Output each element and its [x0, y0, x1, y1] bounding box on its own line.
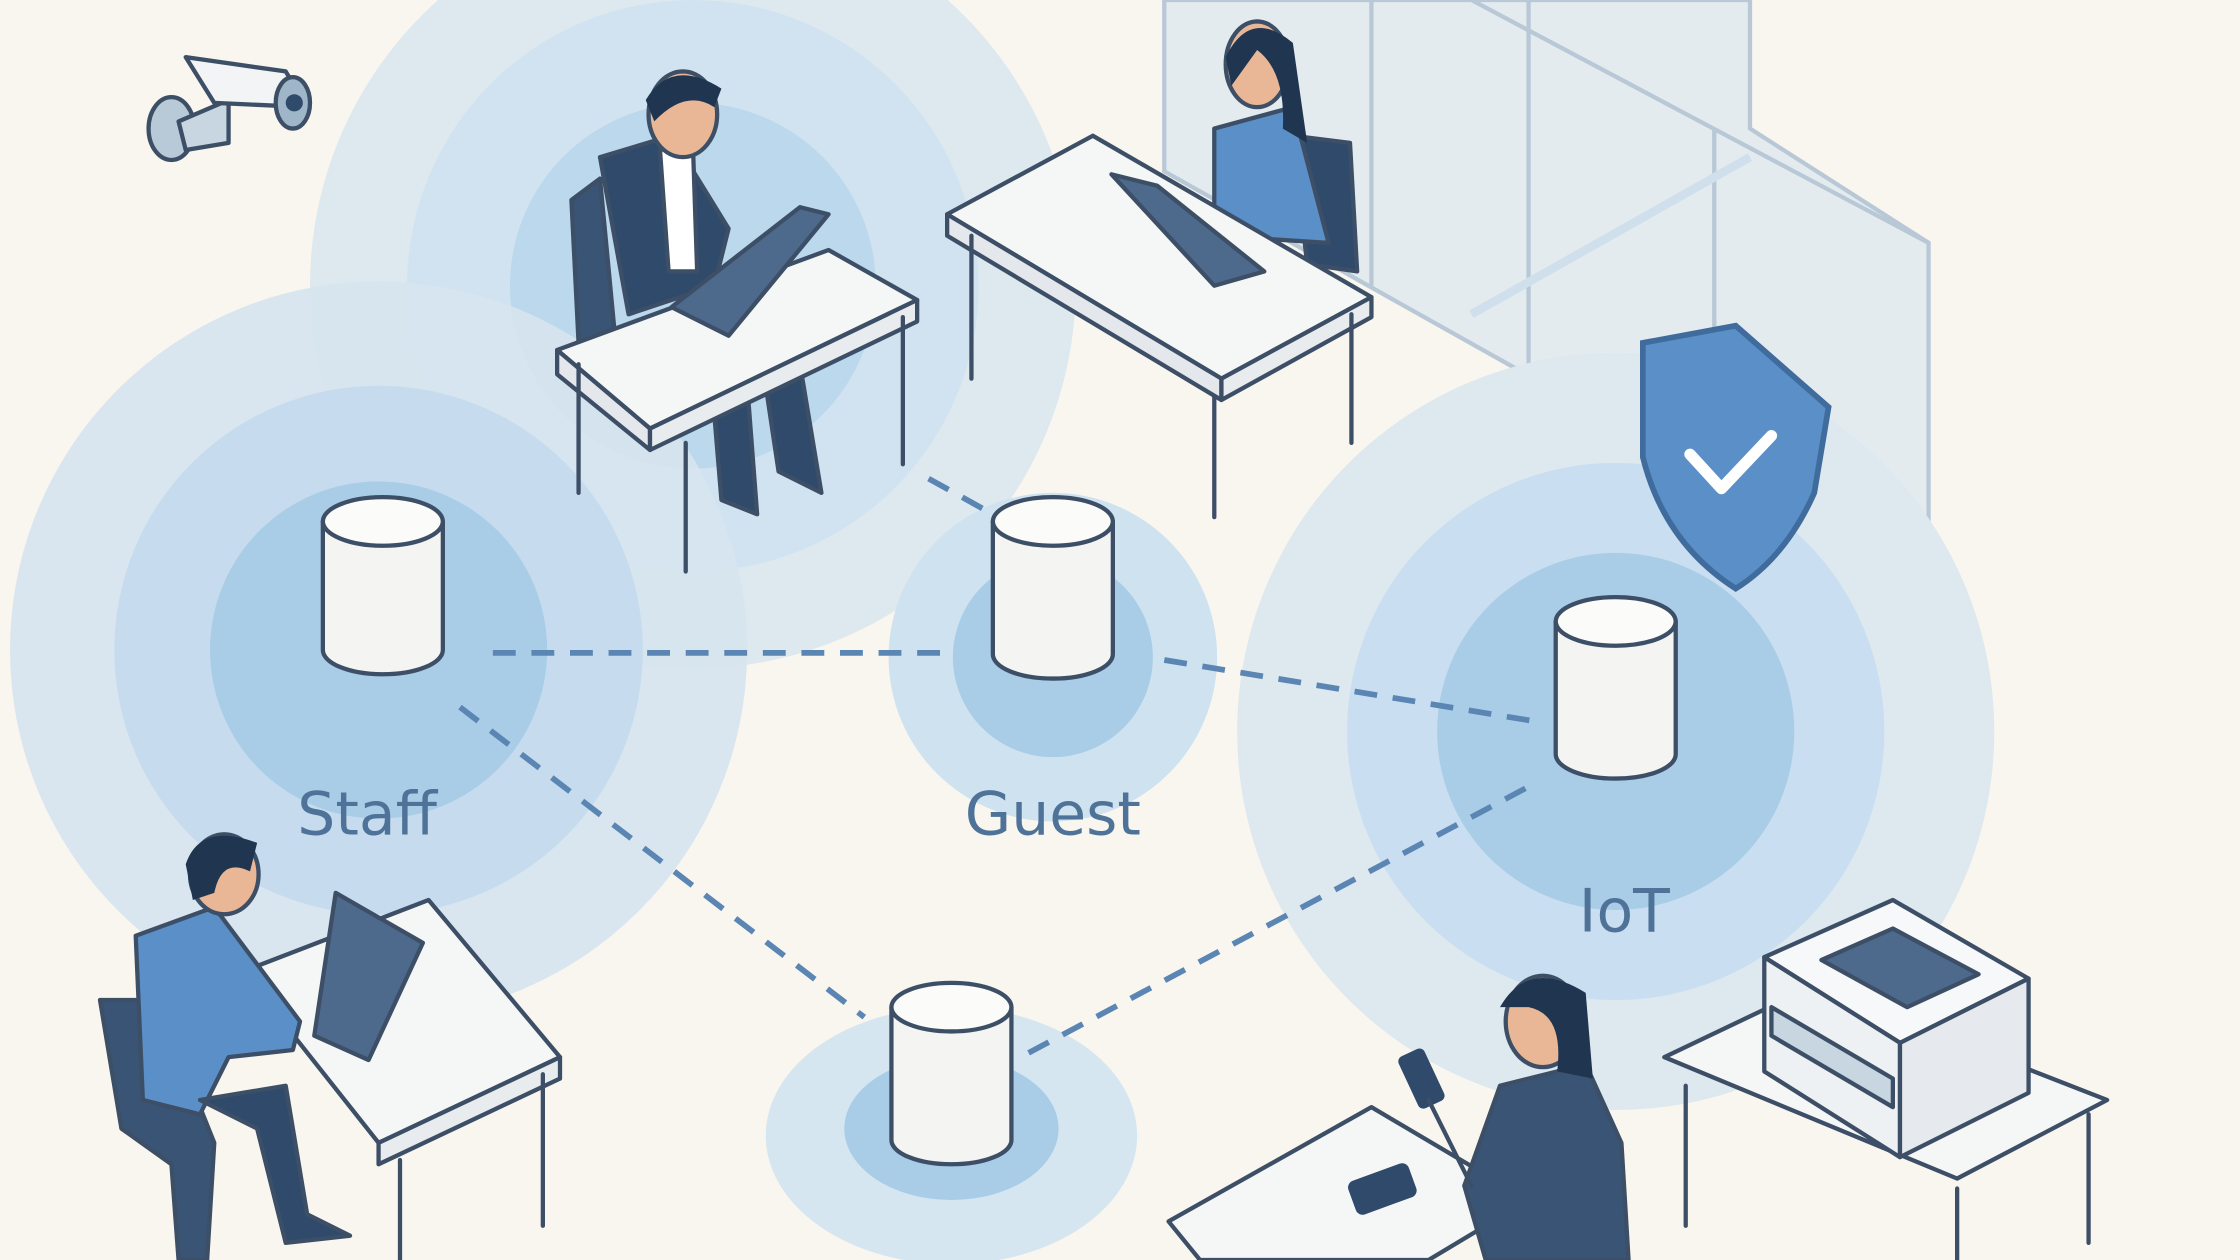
- laptop: [312, 890, 426, 1063]
- person-guest-phone: [1398, 973, 1631, 1260]
- zone-label-guest: Guest: [965, 779, 1141, 849]
- access-point-bottom: [889, 980, 1014, 1167]
- laptop: [1109, 172, 1267, 288]
- zone-label-iot: IoT: [1579, 876, 1670, 946]
- laptop: [669, 205, 831, 338]
- zone-label-staff: Staff: [297, 779, 438, 849]
- person-staff-casual: [97, 832, 353, 1260]
- security-camera-icon: [146, 55, 313, 163]
- access-point-iot: [1553, 595, 1678, 781]
- desk-top-left: [555, 205, 920, 574]
- desk-bottom-left: [240, 890, 563, 1260]
- printer-icon: [1762, 897, 2031, 1160]
- access-point-guest: [990, 495, 1115, 681]
- security-shield-icon: [1640, 322, 1832, 592]
- desk-top-center: [945, 133, 1374, 520]
- network-links: [458, 476, 1538, 1056]
- smartphone: [1398, 1048, 1445, 1109]
- person-woman-laptop: [1212, 19, 1360, 274]
- access-point-staff: [320, 495, 446, 677]
- phone-on-desk: [1348, 1163, 1417, 1215]
